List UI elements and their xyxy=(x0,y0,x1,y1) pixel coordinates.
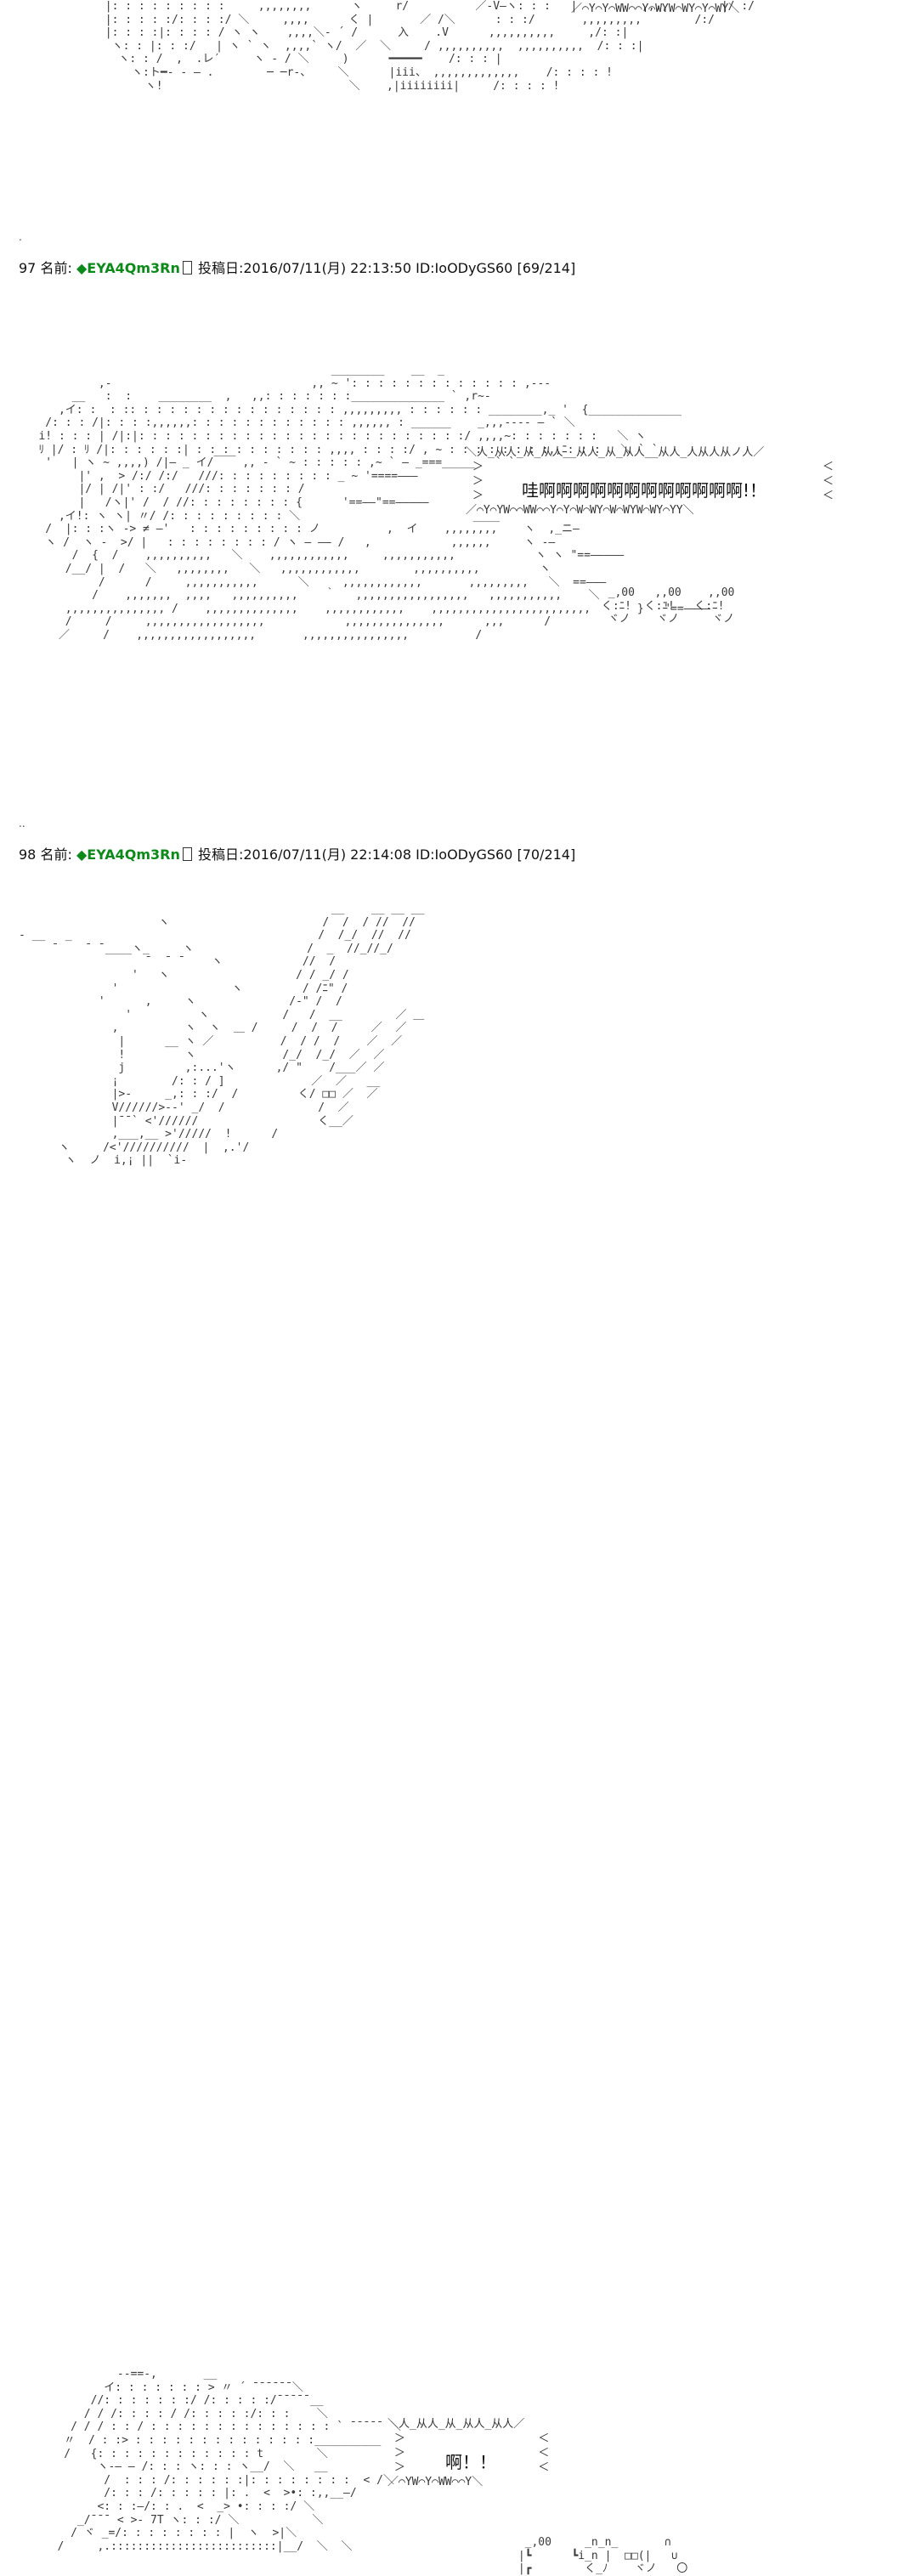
post-header-98: 98 名前: ◆EYA4Qm3Rn 投稿日:2016/07/11(月) 22:1… xyxy=(19,846,575,863)
sfx-small-98: _,00 _n_n_ ∩ |┗ ┗i_n | □□(| ∪ |┏ く_ﾉ ヾノ … xyxy=(518,2536,688,2576)
date-label: 投稿日: xyxy=(197,846,244,863)
shout-text-97: 哇啊啊啊啊啊啊啊啊啊啊啊啊!！ xyxy=(522,480,767,501)
post-header-97: 97 名前: ◆EYA4Qm3Rn 投稿日:2016/07/11(月) 22:1… xyxy=(19,260,575,277)
ascii-art-98-a: __ __ __ __ ヽ / / / // // - __ _ / /_/ /… xyxy=(19,903,688,2576)
ascii-art-97: ________ __ _ ,- ,, ~ ': : : : : : : : :… xyxy=(38,364,710,642)
poster-id: ID:IoODyGS60 xyxy=(416,260,513,276)
name-label: 名前: xyxy=(40,260,72,276)
ascii-art-top: |: : : : : : : : : ,,,,,,,, ヽ r/ ／-V―ヽ: … xyxy=(105,0,755,93)
shout-text-98: 啊！！ xyxy=(445,2452,496,2472)
speech-bubble-top-edge: ／⌒Y⌒Y⌒WW⌒⌒Y⌒WYW⌒WY⌒Y⌒WY＼ xyxy=(571,3,740,15)
post-number: 97 xyxy=(19,260,37,276)
tripcode: ◆EYA4Qm3Rn xyxy=(76,846,180,863)
poster-id: ID:IoODyGS60 xyxy=(416,846,513,863)
sfx-small-97: _,00 ,,00 ,,00 く:ﾆ! く:ﾆ! く:ﾆ! ヾノ ヾノ ヾノ xyxy=(601,586,735,626)
post-number: 98 xyxy=(19,846,37,863)
post-date: 2016/07/11(月) 22:14:08 xyxy=(243,846,412,863)
post-count: [70/214] xyxy=(517,846,576,863)
separator-dot: . xyxy=(19,231,22,243)
mail-icon xyxy=(182,261,192,275)
date-label: 投稿日: xyxy=(197,260,244,276)
post-count: [69/214] xyxy=(517,260,576,276)
tripcode: ◆EYA4Qm3Rn xyxy=(76,260,180,276)
name-label: 名前: xyxy=(40,846,72,863)
ascii-art-98-b: --==-, __ イ: : : : : : : > 〃 ´ ¯¯¯¯¯¯＼ /… xyxy=(57,2368,401,2553)
mail-icon xyxy=(182,847,192,861)
speech-bubble-97-frame: ＼人_从人_从_从人__从人_从_从人__从人_人从人从ノ人／ ＞ ＜ ＞ ＜ … xyxy=(466,446,834,517)
separator-dot: .. xyxy=(19,818,25,829)
post-date: 2016/07/11(月) 22:13:50 xyxy=(243,260,412,276)
